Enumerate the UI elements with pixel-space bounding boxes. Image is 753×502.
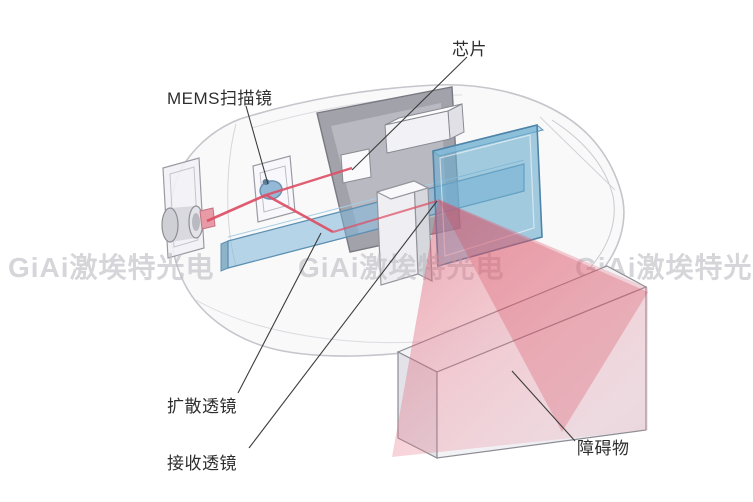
housing-facet-line <box>539 116 616 191</box>
beam-lens-to-exit <box>332 200 438 233</box>
chip-box-right <box>447 103 465 140</box>
mirror-pivot-dot <box>262 179 270 185</box>
pillar-top <box>375 180 430 200</box>
beam-emitter-to-mirror <box>206 193 267 223</box>
label-receiving-lens: 接收透镜 <box>167 454 237 473</box>
leader-lines <box>237 56 576 449</box>
watermark-text: GiAi激埃特光电 <box>8 252 215 283</box>
diffusion-lens-endcap <box>220 240 229 272</box>
laser-emitter <box>161 157 216 259</box>
beam-mirror-to-lens <box>265 193 334 234</box>
leader-receiving-lens <box>248 200 438 449</box>
leader-obstacle <box>511 370 576 442</box>
watermarks: GiAi激埃特光电 GiAi激埃特光电 GiAi激埃特光电 <box>8 252 753 283</box>
label-chip: 芯片 <box>452 40 487 59</box>
housing-nose-contour <box>551 119 615 269</box>
beam-mirror-to-chip <box>265 166 353 197</box>
receiver-pillar <box>375 180 433 286</box>
mirror-frame-inner <box>259 165 290 213</box>
emitter-aperture <box>192 213 200 231</box>
light-cone-core <box>438 200 648 432</box>
emitter-output-window <box>199 207 216 230</box>
leader-diffusion-lens <box>237 232 322 394</box>
emitter-cylinder-back <box>161 207 179 243</box>
laser-beam-path <box>206 166 438 234</box>
housing-bottom-contour <box>195 299 447 344</box>
label-diffusion-lens: 扩散透镜 <box>167 397 237 416</box>
leader-chip <box>351 56 468 171</box>
light-cone <box>392 199 648 457</box>
label-obstacle: 障碍物 <box>577 439 630 458</box>
light-cone-outer <box>392 199 648 457</box>
leader-mems-mirror <box>245 105 269 185</box>
chip-module-box <box>384 103 465 154</box>
label-mems-mirror: MEMS扫描镜 <box>167 89 273 108</box>
